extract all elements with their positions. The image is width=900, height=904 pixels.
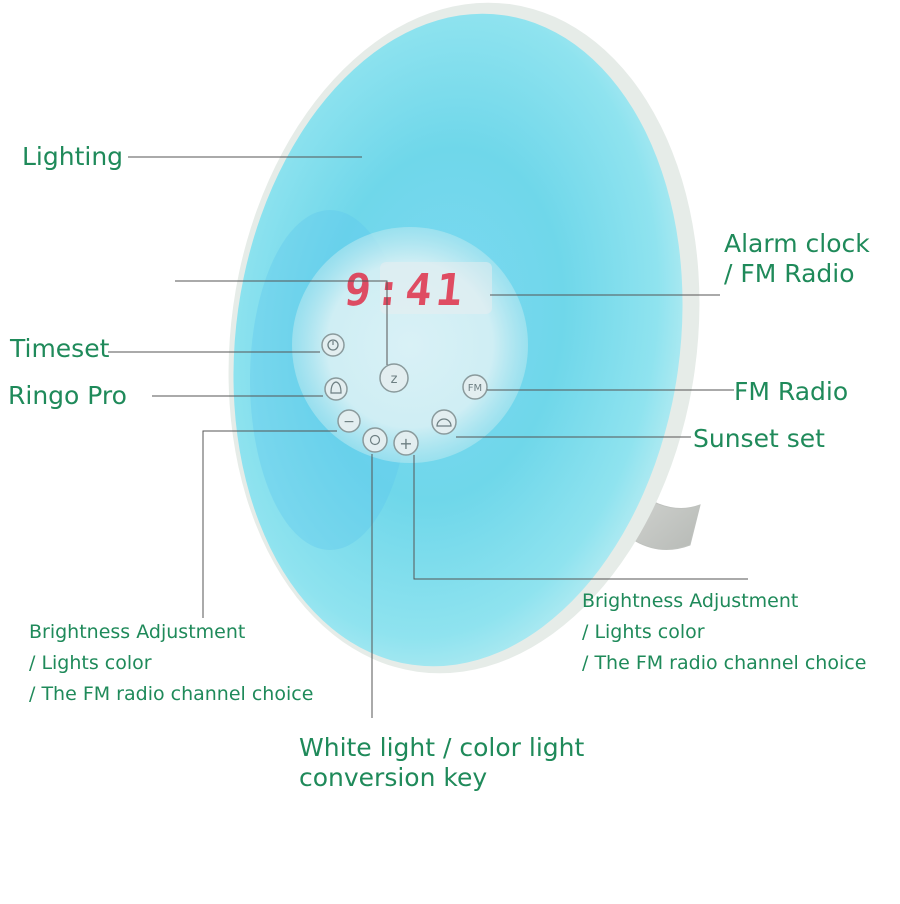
label-lighting: Lighting — [22, 142, 124, 171]
label-fm-radio: FM Radio — [734, 377, 849, 406]
minus-icon: − — [343, 414, 355, 430]
display-time: 9:41 — [342, 265, 469, 316]
label-white-light: White light / color light conversion key — [299, 733, 585, 792]
label-brightness-left: Brightness Adjustment / Lights color / T… — [29, 621, 314, 705]
plus-icon: + — [399, 434, 412, 453]
snooze-button[interactable]: z — [379, 363, 409, 393]
bell-icon — [330, 381, 342, 394]
sun-icon — [369, 434, 381, 446]
ringo-pro-button[interactable] — [324, 377, 348, 401]
clock-icon — [327, 339, 339, 351]
plus-button[interactable]: + — [393, 430, 419, 456]
label-timeset: Timeset — [10, 334, 110, 363]
timeset-button[interactable] — [321, 333, 345, 357]
fm-button[interactable]: FM — [462, 374, 488, 400]
light-mode-button[interactable] — [362, 427, 388, 453]
label-brightness-right: Brightness Adjustment / Lights color / T… — [582, 590, 867, 674]
label-ringo-pro: Ringo Pro — [8, 381, 127, 410]
snooze-icon: z — [391, 372, 398, 387]
sunset-icon — [436, 418, 452, 427]
led-display: 9:41 — [342, 262, 492, 316]
fm-button-label: FM — [468, 383, 482, 394]
label-alarm-clock: Alarm clock / FM Radio — [724, 229, 870, 288]
label-sunset-set: Sunset set — [693, 424, 825, 453]
sunset-button[interactable] — [431, 409, 457, 435]
leader-lines — [108, 156, 748, 718]
minus-button[interactable]: − — [337, 409, 361, 433]
